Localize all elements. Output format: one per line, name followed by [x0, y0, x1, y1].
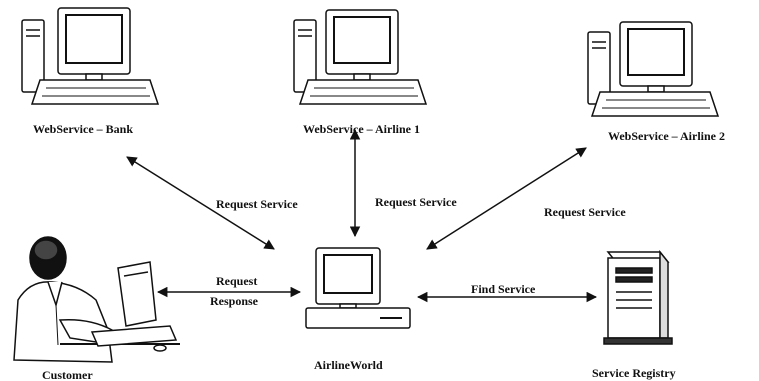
customer-label: Customer: [42, 368, 93, 381]
service-registry-server-icon: [603, 249, 673, 345]
customer-person-icon: [13, 236, 180, 363]
customer-response-label: Response: [210, 294, 259, 308]
airline2-computer-icon: [587, 21, 720, 117]
registry-find-label: Find Service: [471, 282, 536, 296]
registry-label: Service Registry: [592, 366, 676, 380]
customer-request-label: Request: [216, 274, 257, 288]
airline1-label: WebService – Airline 1: [303, 122, 420, 136]
bank-label: WebService – Bank: [33, 122, 133, 136]
airline2-label: WebService – Airline 2: [608, 129, 725, 143]
airlineworld-computer-icon: [305, 247, 411, 329]
arrow-bank: [126, 156, 275, 250]
airline2-request-label: Request Service: [544, 205, 626, 219]
bank-computer-icon: [21, 7, 160, 105]
arrow-airline2: [426, 147, 587, 250]
airlineworld-label: AirlineWorld: [314, 358, 383, 372]
airline1-request-label: Request Service: [375, 195, 457, 209]
bank-request-label: Request Service: [216, 197, 298, 211]
airline1-computer-icon: [293, 9, 428, 105]
